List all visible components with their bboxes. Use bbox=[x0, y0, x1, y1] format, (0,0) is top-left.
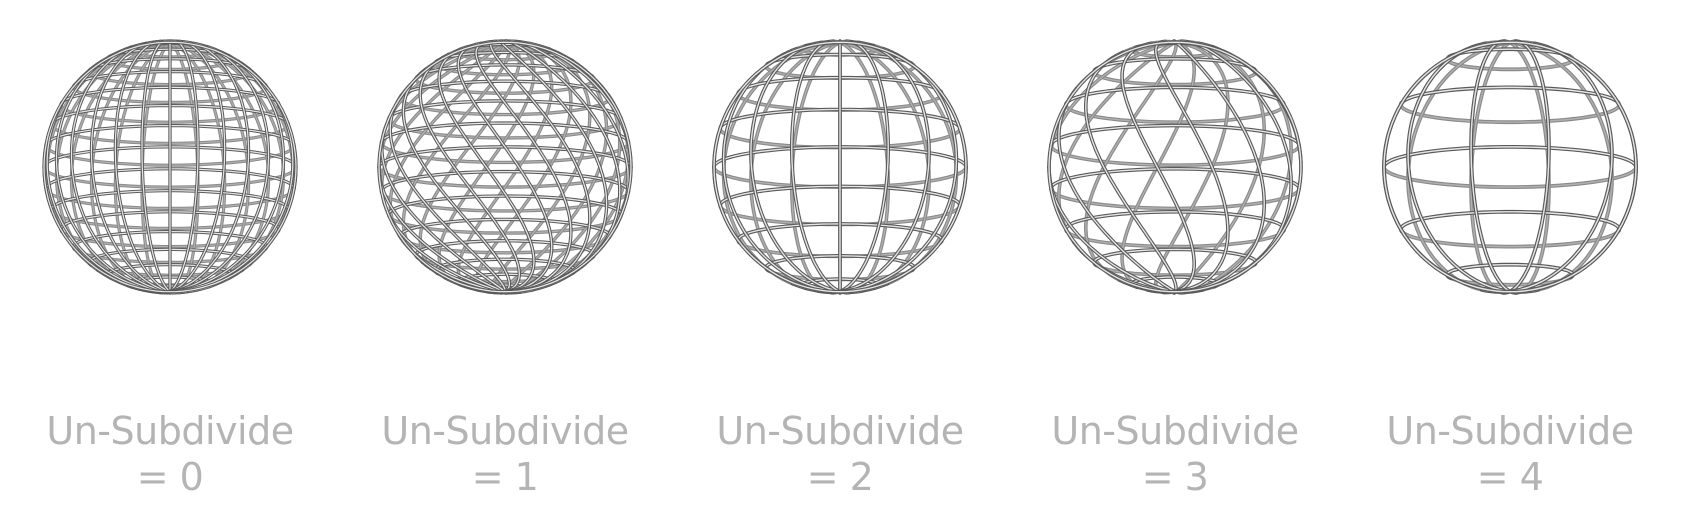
meridian-line bbox=[377, 165, 507, 294]
latitude-ring bbox=[1064, 101, 1286, 124]
meridian-line bbox=[168, 40, 251, 293]
latitude-ring bbox=[1093, 57, 1256, 72]
meridian-line bbox=[168, 45, 286, 293]
latitude-ring bbox=[1382, 145, 1638, 169]
caption-label-3: Un-Subdivide bbox=[1051, 409, 1299, 453]
latitude-ring bbox=[87, 247, 253, 267]
caption-label-4: Un-Subdivide bbox=[1386, 409, 1634, 453]
caption-4: Un-Subdivide = 4 bbox=[1340, 408, 1680, 500]
caption-1: Un-Subdivide = 1 bbox=[335, 408, 675, 500]
caption-label-0: Un-Subdivide bbox=[46, 409, 294, 453]
latitude-ring bbox=[398, 79, 611, 99]
meridian-line bbox=[1406, 41, 1512, 294]
meridian-line bbox=[838, 40, 931, 294]
meridian-line bbox=[168, 41, 271, 293]
meridian-line bbox=[168, 39, 227, 293]
latitude-ring bbox=[50, 104, 290, 127]
caption-value-3: = 3 bbox=[1141, 455, 1209, 499]
sphere-outline bbox=[1047, 40, 1303, 294]
meridian-line bbox=[1469, 39, 1512, 294]
meridian-line bbox=[1120, 41, 1196, 294]
meridian-line bbox=[69, 41, 172, 293]
latitude-ring bbox=[1399, 101, 1621, 125]
latitude-ring bbox=[1092, 247, 1258, 267]
meridian-line bbox=[456, 41, 554, 294]
meridian-line bbox=[401, 67, 512, 294]
meridian-line bbox=[1172, 39, 1266, 294]
meridian-line bbox=[54, 45, 172, 293]
meridian-line bbox=[168, 39, 200, 293]
meridian-line bbox=[1057, 86, 1177, 294]
sphere-outline bbox=[42, 40, 298, 294]
caption-label-2: Un-Subdivide bbox=[716, 409, 964, 453]
meridian-line bbox=[838, 39, 890, 294]
meridian-line bbox=[437, 45, 536, 294]
sphere-outline bbox=[377, 40, 633, 294]
meridian-line bbox=[89, 40, 172, 293]
panel-4: Un-Subdivide = 4 bbox=[1340, 0, 1680, 531]
latitude-ring bbox=[1382, 165, 1638, 189]
meridian-line bbox=[1084, 50, 1178, 294]
meridian-line bbox=[418, 52, 521, 294]
caption-value-1: = 1 bbox=[471, 455, 539, 499]
latitude-ring bbox=[1049, 167, 1301, 192]
meridian-line bbox=[401, 40, 512, 264]
latitude-ring bbox=[44, 124, 296, 147]
latitude-ring bbox=[72, 70, 268, 88]
latitude-ring bbox=[379, 121, 630, 145]
meridian-line bbox=[749, 40, 842, 294]
latitude-ring bbox=[1049, 123, 1301, 148]
meridian-line bbox=[140, 39, 172, 293]
wireframe-sphere-1 bbox=[377, 39, 633, 295]
latitude-ring bbox=[718, 107, 962, 131]
meridian-line bbox=[1508, 39, 1551, 294]
wireframe-sphere-2 bbox=[712, 39, 968, 295]
panel-2: Un-Subdivide = 2 bbox=[670, 0, 1010, 531]
latitude-ring bbox=[379, 169, 631, 195]
meridian-line bbox=[1154, 40, 1230, 295]
meridian-line bbox=[474, 40, 573, 294]
wireframe-sphere-3 bbox=[1047, 39, 1303, 295]
caption-value-0: = 0 bbox=[136, 455, 204, 499]
meridian-line bbox=[113, 39, 172, 293]
sphere-outline bbox=[712, 40, 968, 294]
latitude-ring bbox=[414, 239, 596, 260]
latitude-ring bbox=[433, 257, 577, 276]
latitude-ring bbox=[1064, 210, 1286, 234]
wireframe-sphere-0 bbox=[42, 39, 298, 295]
caption-value-4: = 4 bbox=[1476, 455, 1544, 499]
meridian-line bbox=[388, 93, 507, 294]
panel-0: Un-Subdivide = 0 bbox=[0, 0, 340, 531]
panel-1: Un-Subdivide = 1 bbox=[335, 0, 675, 531]
meridian-line bbox=[1084, 40, 1178, 282]
meridian-line bbox=[489, 39, 592, 294]
panel-3: Un-Subdivide = 3 bbox=[1005, 0, 1345, 531]
latitude-ring bbox=[1094, 262, 1257, 277]
caption-label-1: Un-Subdivide bbox=[381, 409, 629, 453]
latitude-ring bbox=[59, 210, 281, 234]
meridian-line bbox=[1508, 41, 1614, 294]
wireframe-sphere-4 bbox=[1382, 39, 1638, 295]
meridian-line bbox=[418, 40, 521, 280]
caption-0: Un-Subdivide = 0 bbox=[0, 408, 340, 500]
latitude-ring bbox=[718, 184, 962, 209]
latitude-ring bbox=[1399, 209, 1621, 234]
meridian-line bbox=[437, 40, 536, 288]
meridian-line bbox=[380, 126, 507, 294]
caption-value-2: = 2 bbox=[806, 455, 874, 499]
latitude-ring bbox=[59, 85, 280, 106]
latitude-ring bbox=[71, 230, 269, 251]
caption-3: Un-Subdivide = 3 bbox=[1005, 408, 1345, 500]
caption-2: Un-Subdivide = 2 bbox=[670, 408, 1010, 500]
meridian-line bbox=[1406, 40, 1512, 292]
latitude-ring bbox=[736, 75, 943, 95]
sphere-outline bbox=[1382, 40, 1638, 294]
latitude-ring bbox=[1092, 68, 1258, 87]
latitude-ring bbox=[764, 254, 916, 273]
meridian-line bbox=[1154, 39, 1230, 294]
meridian-line bbox=[1508, 40, 1614, 292]
meridian-line bbox=[790, 39, 842, 294]
